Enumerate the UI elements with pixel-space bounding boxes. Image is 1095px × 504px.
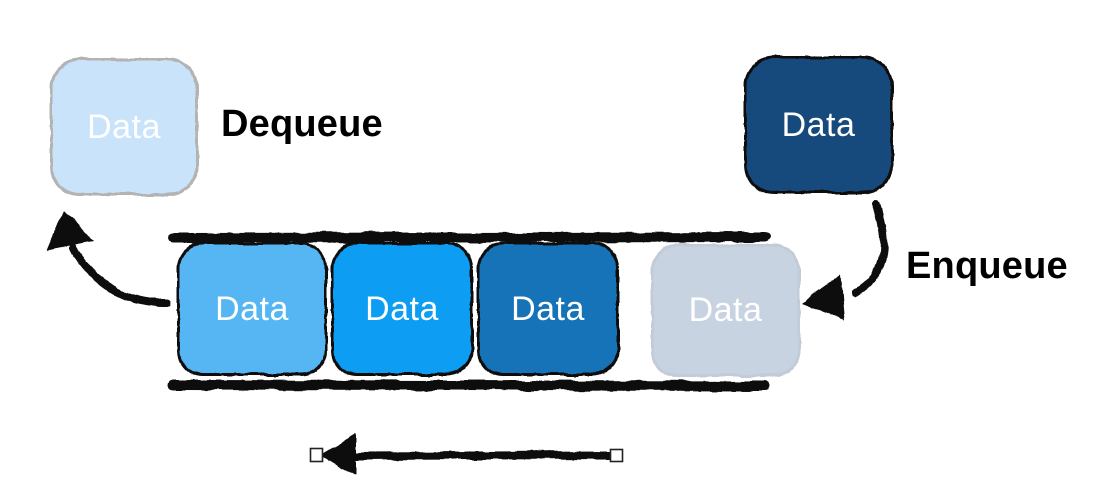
queue-top-rail <box>168 232 770 243</box>
incoming-data-label: Data <box>781 105 856 144</box>
queue-item-box-1: Data <box>177 242 327 376</box>
incoming-data-box-shape <box>744 56 893 194</box>
dequeued-data-label: Data <box>87 107 161 146</box>
dequeued-data-box-shape <box>50 58 198 196</box>
queue-item-box-4-rear: Data <box>651 244 800 377</box>
selection-handle-left <box>309 447 324 463</box>
queue-item-label: Data <box>511 289 585 328</box>
dequeue-arrow-icon <box>47 210 171 308</box>
dequeued-data-box: Data <box>50 58 198 196</box>
queue-bottom-rail <box>168 380 770 391</box>
selection-handle-right <box>609 448 624 463</box>
queue-item-shape <box>651 244 800 377</box>
queue-item-label: Data <box>688 291 763 329</box>
queue-item-box-3: Data <box>477 242 619 376</box>
queue-item-shape <box>177 242 327 376</box>
incoming-data-box: Data <box>744 56 893 194</box>
enqueue-label: Enqueue <box>906 245 1068 287</box>
queue-item-shape <box>331 242 473 376</box>
queue-item-shape <box>477 242 619 376</box>
left-arrow-icon <box>321 434 618 476</box>
dequeue-label: Dequeue <box>221 103 383 145</box>
queue-item-label: Data <box>215 289 289 328</box>
queue-item-box-2: Data <box>331 242 473 376</box>
queue-item-label: Data <box>365 289 439 328</box>
enqueue-arrow-icon <box>801 200 888 320</box>
